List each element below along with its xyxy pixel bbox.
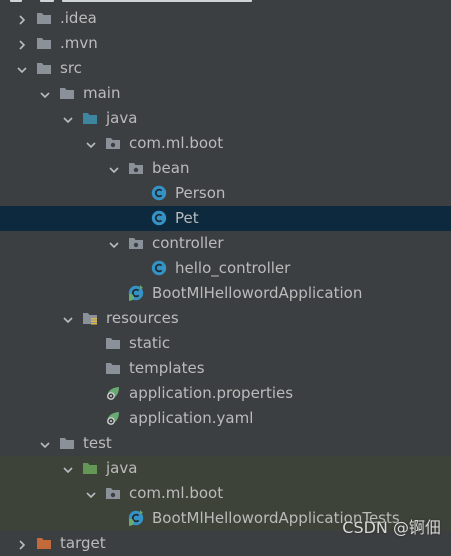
folder-icon	[59, 435, 75, 451]
chevron-down-icon[interactable]	[62, 312, 74, 324]
tree-item-label: main	[83, 84, 121, 102]
folder-icon	[105, 335, 121, 351]
folder-icon	[105, 360, 121, 376]
tree-item-label: test	[83, 434, 112, 452]
tree-item-label: BootMlHellowordApplicationTests	[152, 509, 400, 527]
tree-item-templates[interactable]: templates	[0, 356, 451, 381]
tree-item-boot-application[interactable]: BootMlHellowordApplication	[0, 281, 451, 306]
tree-item-bean[interactable]: bean	[0, 156, 451, 181]
tree-item-label: Pet	[175, 209, 199, 227]
resources-folder-icon	[82, 310, 98, 326]
tree-item-test-java[interactable]: java	[0, 456, 451, 481]
chevron-down-icon[interactable]	[16, 62, 28, 74]
tree-item-label: controller	[152, 234, 224, 252]
tree-item-resources[interactable]: resources	[0, 306, 451, 331]
tree-item-static[interactable]: static	[0, 331, 451, 356]
tree-item-test-com-ml-boot[interactable]: com.ml.boot	[0, 481, 451, 506]
chevron-right-icon[interactable]	[16, 12, 28, 25]
chevron-down-icon[interactable]	[108, 162, 120, 174]
tree-item-label: bean	[152, 159, 190, 177]
chevron-down-icon[interactable]	[108, 237, 120, 249]
chevron-right-icon[interactable]	[16, 37, 28, 50]
package-icon	[105, 135, 121, 151]
chevron-down-icon[interactable]	[62, 462, 74, 474]
chevron-down-icon[interactable]	[85, 487, 97, 499]
tree-item-label: resources	[106, 309, 179, 327]
tree-item-label: .mvn	[60, 34, 98, 52]
tree-item-controller[interactable]: controller	[0, 231, 451, 256]
tree-item-label: java	[106, 459, 138, 477]
tree-item-mvn[interactable]: .mvn	[0, 31, 451, 56]
tree-item-label: java	[106, 109, 138, 127]
tree-item-application-yaml[interactable]: application.yaml	[0, 406, 451, 431]
tree-item-label: application.properties	[129, 384, 294, 402]
tree-item-pet[interactable]: Pet	[0, 206, 451, 231]
tree-item-idea[interactable]: .idea	[0, 6, 451, 31]
spring-boot-class-icon	[128, 510, 144, 526]
tree-item-label: com.ml.boot	[129, 484, 224, 502]
class-icon	[151, 210, 167, 226]
tree-item-label: application.yaml	[129, 409, 254, 427]
tree-item-boot-application-tests[interactable]: BootMlHellowordApplicationTests	[0, 506, 451, 531]
tree-item-label: hello_controller	[175, 259, 291, 277]
tree-item-label: BootMlHellowordApplication	[152, 284, 363, 302]
folder-icon	[36, 10, 52, 26]
chevron-right-icon[interactable]	[16, 537, 28, 550]
tree-item-application-properties[interactable]: application.properties	[0, 381, 451, 406]
folder-icon	[59, 85, 75, 101]
tree-item-com-ml-boot[interactable]: com.ml.boot	[0, 131, 451, 156]
source-folder-icon	[82, 110, 98, 126]
cut-off-row	[0, 0, 451, 5]
tree-item-person[interactable]: Person	[0, 181, 451, 206]
class-icon	[151, 260, 167, 276]
spring-config-icon	[105, 410, 121, 426]
folder-icon	[36, 35, 52, 51]
tree-item-label: com.ml.boot	[129, 134, 224, 152]
tree-item-label: Person	[175, 184, 226, 202]
tree-item-label: static	[129, 334, 171, 352]
test-folder-icon	[82, 460, 98, 476]
tree-item-label: src	[60, 59, 82, 77]
spring-config-icon	[105, 385, 121, 401]
tree-item-test[interactable]: test	[0, 431, 451, 456]
chevron-down-icon[interactable]	[39, 87, 51, 99]
chevron-down-icon[interactable]	[39, 437, 51, 449]
tree-item-hello-controller[interactable]: hello_controller	[0, 256, 451, 281]
package-icon	[128, 235, 144, 251]
tree-item-label: templates	[129, 359, 205, 377]
folder-icon	[36, 60, 52, 76]
tree-item-main[interactable]: main	[0, 81, 451, 106]
chevron-down-icon[interactable]	[62, 112, 74, 124]
package-icon	[128, 160, 144, 176]
watermark: CSDN @锕佃	[342, 518, 441, 537]
class-icon	[151, 185, 167, 201]
tree-item-label: .idea	[60, 9, 97, 27]
chevron-down-icon[interactable]	[85, 137, 97, 149]
tree-item-src[interactable]: src	[0, 56, 451, 81]
tree-item-java[interactable]: java	[0, 106, 451, 131]
package-icon	[105, 485, 121, 501]
excluded-folder-icon	[36, 535, 52, 551]
tree-item-label: target	[60, 534, 106, 552]
spring-boot-class-icon	[128, 285, 144, 301]
